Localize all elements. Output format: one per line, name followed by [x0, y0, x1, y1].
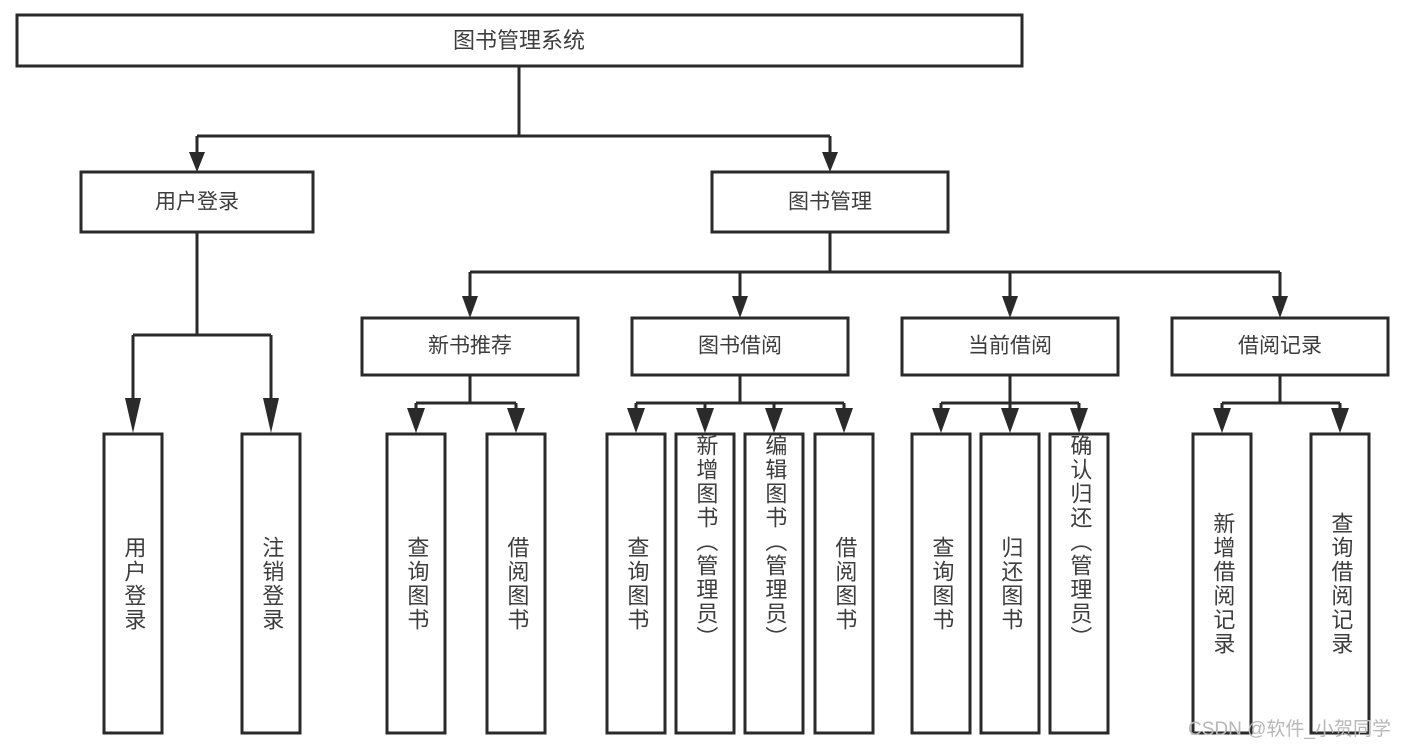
- arrow-head-bookborrow: [732, 296, 748, 318]
- node-current-borrow[interactable]: 当前借阅: [900, 316, 1120, 377]
- arrow-head-newbook-leaf-1: [407, 408, 425, 433]
- node-book-management[interactable]: 图书管理: [710, 170, 950, 234]
- arrow-head-newbook: [462, 296, 478, 318]
- node-new-book-recommend-box[interactable]: [360, 316, 580, 377]
- leaf-box-new-book-1[interactable]: [485, 432, 547, 735]
- node-current-borrow-label: 当前借阅: [968, 335, 1052, 358]
- node-new-book-recommend-label: 新书推荐: [428, 335, 512, 358]
- arrow-head-currentborrow-leaf-2: [1001, 408, 1019, 433]
- leaf-box-user-login-0[interactable]: [102, 432, 164, 735]
- leaf-box-new-book-0[interactable]: [385, 432, 447, 735]
- leaf-box-borrow-record-1[interactable]: [1309, 432, 1371, 735]
- node-user-login-box[interactable]: [79, 170, 315, 234]
- arrow-head-currentborrow-leaf-1: [932, 408, 950, 433]
- leaf-box-current-borrow-1[interactable]: [979, 432, 1041, 735]
- leaf-box-current-borrow-0[interactable]: [910, 432, 972, 735]
- arrow-head-leaf-logout: [263, 398, 279, 433]
- node-root-label: 图书管理系统: [453, 28, 585, 53]
- node-root-box[interactable]: [15, 13, 1024, 68]
- arrow-head-borrowrecord: [1272, 296, 1288, 318]
- leaf-box-borrow-record-0[interactable]: [1191, 432, 1253, 735]
- node-book-borrow-box[interactable]: [630, 316, 850, 377]
- arrow-head-borrowrecord-leaf-1: [1213, 408, 1231, 433]
- leaf-box-book-borrow-2[interactable]: [743, 432, 805, 735]
- arrow-head-leaf-user-login: [125, 398, 141, 433]
- arrow-head-bookborrow-leaf-4: [835, 408, 853, 433]
- arrow-head-bookmgmt: [822, 152, 838, 172]
- arrow-head-currentborrow-leaf-3: [1070, 408, 1088, 433]
- node-borrow-record[interactable]: 借阅记录: [1170, 316, 1390, 377]
- arrow-head-borrowrecord-leaf-2: [1331, 408, 1349, 433]
- arrow-head-bookborrow-leaf-2: [696, 408, 714, 433]
- connector-group-newbook: [407, 375, 525, 433]
- leaf-box-book-borrow-3[interactable]: [813, 432, 875, 735]
- connector-group-currentborrow: [932, 375, 1088, 433]
- node-book-borrow[interactable]: 图书借阅: [630, 316, 850, 377]
- connector-group-bookborrow: [627, 375, 853, 433]
- node-borrow-record-box[interactable]: [1170, 316, 1390, 377]
- arrow-head-bookborrow-leaf-3: [765, 408, 783, 433]
- node-user-login[interactable]: 用户登录: [79, 170, 315, 234]
- node-root[interactable]: 图书管理系统: [15, 13, 1024, 68]
- leaf-box-user-login-1[interactable]: [240, 432, 302, 735]
- node-current-borrow-box[interactable]: [900, 316, 1120, 377]
- connector-group-root: [189, 66, 838, 172]
- leaf-box-current-borrow-2[interactable]: [1048, 432, 1110, 735]
- node-book-management-box[interactable]: [710, 170, 950, 234]
- connector-group-userlogin: [125, 232, 279, 433]
- connector-group-borrowrecord: [1213, 375, 1349, 433]
- arrow-head-bookborrow-leaf-1: [627, 408, 645, 433]
- arrow-head-currentborrow: [1002, 296, 1018, 318]
- arrow-head-newbook-leaf-2: [507, 408, 525, 433]
- leaf-box-book-borrow-1[interactable]: [674, 432, 736, 735]
- connector-group-bookmgmt: [462, 232, 1288, 318]
- node-new-book-recommend[interactable]: 新书推荐: [360, 316, 580, 377]
- node-user-login-label: 用户登录: [155, 191, 239, 214]
- arrow-head-userlogin: [189, 152, 205, 172]
- node-borrow-record-label: 借阅记录: [1238, 335, 1322, 358]
- node-book-borrow-label: 图书借阅: [698, 335, 782, 358]
- leaf-box-book-borrow-0[interactable]: [605, 432, 667, 735]
- node-book-management-label: 图书管理: [788, 191, 872, 214]
